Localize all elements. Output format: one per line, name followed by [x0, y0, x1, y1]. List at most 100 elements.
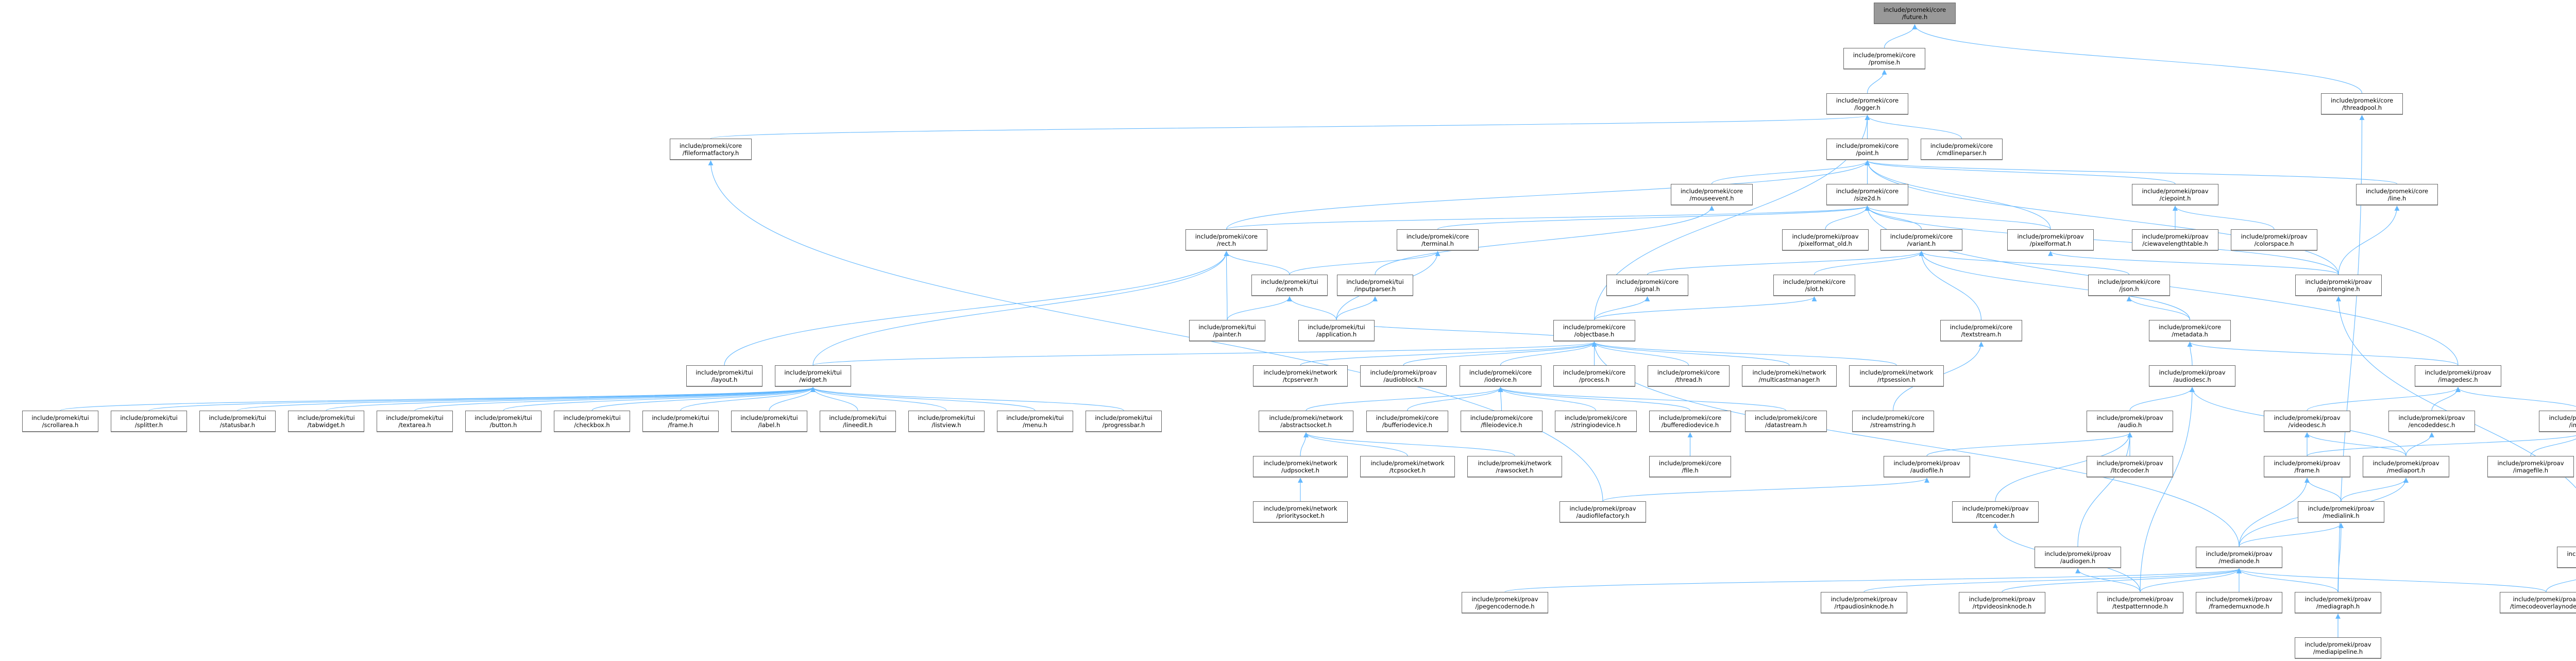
graph-node-ltcdecoder[interactable]: include/promeki/proav/ltcdecoder.h [2087, 456, 2173, 477]
edge-json-to-variant [1919, 251, 2130, 275]
graph-node-threadpool[interactable]: include/promeki/core/threadpool.h [2321, 93, 2403, 114]
graph-node-mouseevent[interactable]: include/promeki/core/mouseevent.h [1671, 184, 1753, 205]
graph-node-medianode[interactable]: include/promeki/proav/medianode.h [2196, 547, 2282, 568]
node-dir-label: include/promeki/proav [2305, 278, 2372, 285]
node-dir-label: include/promeki/proav [2372, 459, 2439, 467]
node-file-label: /widget.h [799, 376, 827, 383]
graph-node-multicastmanager[interactable]: include/promeki/network/multicastmanager… [1742, 365, 1837, 386]
graph-node-screen[interactable]: include/promeki/tui/screen.h [1251, 275, 1328, 296]
graph-node-bufferiodevice[interactable]: include/promeki/core/bufferiodevice.h [1366, 411, 1448, 432]
graph-node-rtpaudiosinknode[interactable]: include/promeki/proav/rtpaudiosinknode.h [1821, 592, 1907, 613]
graph-node-audiofile[interactable]: include/promeki/proav/audiofile.h [1884, 456, 1970, 477]
graph-node-framedemuxnode[interactable]: include/promeki/proav/framedemuxnode.h [2196, 592, 2282, 613]
graph-node-rtpvideosinknode[interactable]: include/promeki/proav/rtpvideosinknode.h [1959, 592, 2045, 613]
graph-node-fileformatfactory[interactable]: include/promeki/core/fileformatfactory.h [670, 139, 752, 160]
graph-node-ltcencoder[interactable]: include/promeki/proav/ltcencoder.h [1952, 501, 2039, 522]
graph-node-progressbar[interactable]: include/promeki/tui/progressbar.h [1086, 411, 1162, 432]
graph-node-datastream[interactable]: include/promeki/core/datastream.h [1745, 411, 1827, 432]
graph-node-jpegencodernode[interactable]: include/promeki/proav/jpegencodernode.h [1462, 592, 1548, 613]
graph-node-bufferediodevice[interactable]: include/promeki/core/bufferediodevice.h [1649, 411, 1731, 432]
graph-node-frame-tui[interactable]: include/promeki/tui/frame.h [642, 411, 719, 432]
graph-node-rect[interactable]: include/promeki/core/rect.h [1185, 229, 1267, 250]
graph-node-fontpainter[interactable]: include/promeki/proav/fontpainter.h [2557, 547, 2576, 568]
node-dir-label: include/promeki/proav [2308, 504, 2375, 512]
graph-node-audiogen[interactable]: include/promeki/proav/audiogen.h [2035, 547, 2121, 568]
graph-node-iodevice[interactable]: include/promeki/core/iodevice.h [1460, 365, 1541, 386]
graph-node-checkbox[interactable]: include/promeki/tui/checkbox.h [554, 411, 630, 432]
graph-node-videodesc[interactable]: include/promeki/proav/videodesc.h [2264, 411, 2350, 432]
graph-node-listview[interactable]: include/promeki/tui/listview.h [908, 411, 985, 432]
graph-node-stringiodevice[interactable]: include/promeki/core/stringiodevice.h [1555, 411, 1637, 432]
graph-node-file[interactable]: include/promeki/core/file.h [1649, 456, 1731, 477]
graph-node-painter[interactable]: include/promeki/tui/painter.h [1189, 320, 1265, 341]
graph-node-widget[interactable]: include/promeki/tui/widget.h [775, 365, 851, 386]
edge-paintengine-to-pixelformat [2048, 251, 2339, 275]
graph-node-audiofilefactory[interactable]: include/promeki/proav/audiofilefactory.h [1560, 501, 1646, 522]
graph-node-statusbar[interactable]: include/promeki/tui/statusbar.h [199, 411, 276, 432]
graph-node-imagedesc[interactable]: include/promeki/proav/imagedesc.h [2415, 365, 2501, 386]
graph-node-signal[interactable]: include/promeki/core/signal.h [1606, 275, 1688, 296]
graph-node-json[interactable]: include/promeki/core/json.h [2088, 275, 2170, 296]
graph-node-ciepoint[interactable]: include/promeki/proav/ciepoint.h [2132, 184, 2218, 205]
graph-node-promise[interactable]: include/promeki/core/promise.h [1843, 48, 1925, 69]
graph-node-tcpsocket[interactable]: include/promeki/network/tcpsocket.h [1360, 456, 1455, 477]
graph-node-metadata[interactable]: include/promeki/core/metadata.h [2149, 320, 2231, 341]
graph-node-audiodesc[interactable]: include/promeki/proav/audiodesc.h [2149, 365, 2235, 386]
graph-node-slot[interactable]: include/promeki/core/slot.h [1773, 275, 1855, 296]
graph-node-paintengine[interactable]: include/promeki/proav/paintengine.h [2295, 275, 2382, 296]
graph-node-point[interactable]: include/promeki/core/point.h [1826, 139, 1908, 160]
graph-node-thread[interactable]: include/promeki/core/thread.h [1648, 365, 1730, 386]
graph-node-prioritysocket[interactable]: include/promeki/network/prioritysocket.h [1253, 501, 1348, 522]
graph-node-rawsocket[interactable]: include/promeki/network/rawsocket.h [1467, 456, 1562, 477]
graph-node-medialink[interactable]: include/promeki/proav/medialink.h [2298, 501, 2384, 522]
graph-node-mediapipeline[interactable]: include/promeki/proav/mediapipeline.h [2295, 637, 2381, 658]
graph-node-variant[interactable]: include/promeki/core/variant.h [1880, 229, 1962, 250]
node-file-label: /logger.h [1854, 104, 1880, 111]
graph-node-menu[interactable]: include/promeki/tui/menu.h [997, 411, 1073, 432]
edge-metadata-to-json [2126, 296, 2191, 320]
graph-node-process[interactable]: include/promeki/core/process.h [1553, 365, 1635, 386]
graph-node-abstractsocket[interactable]: include/promeki/network/abstractsocket.h [1259, 411, 1353, 432]
graph-node-textstream[interactable]: include/promeki/core/textstream.h [1940, 320, 2022, 341]
graph-node-audioblock[interactable]: include/promeki/proav/audioblock.h [1360, 365, 1447, 386]
graph-node-pixelformat-old[interactable]: include/promeki/proav/pixelformat_old.h [1782, 229, 1869, 250]
graph-node-logger[interactable]: include/promeki/core/logger.h [1826, 93, 1908, 114]
edge-checkbox-to-widget [591, 387, 816, 411]
graph-node-application[interactable]: include/promeki/tui/application.h [1298, 320, 1375, 341]
graph-node-frame-av[interactable]: include/promeki/proav/frame.h [2264, 456, 2350, 477]
graph-node-audio[interactable]: include/promeki/proav/audio.h [2087, 411, 2173, 432]
graph-node-streamstring[interactable]: include/promeki/core/streamstring.h [1852, 411, 1934, 432]
graph-node-layout[interactable]: include/promeki/tui/layout.h [686, 365, 762, 386]
graph-node-tcpserver[interactable]: include/promeki/network/tcpserver.h [1253, 365, 1348, 386]
node-dir-label: include/promeki/tui [1308, 323, 1365, 331]
graph-node-mediagraph[interactable]: include/promeki/proav/mediagraph.h [2295, 592, 2381, 613]
graph-node-image[interactable]: include/promeki/proav/image.h [2539, 411, 2576, 432]
graph-node-tabwidget[interactable]: include/promeki/tui/tabwidget.h [288, 411, 364, 432]
graph-node-label[interactable]: include/promeki/tui/label.h [731, 411, 807, 432]
node-dir-label: include/promeki/tui [563, 414, 621, 421]
graph-node-splitter[interactable]: include/promeki/tui/splitter.h [111, 411, 187, 432]
graph-node-objectbase[interactable]: include/promeki/core/objectbase.h [1553, 320, 1635, 341]
graph-node-ciewavelengthtable[interactable]: include/promeki/proav/ciewavelengthtable… [2132, 229, 2218, 250]
graph-node-terminal[interactable]: include/promeki/core/terminal.h [1397, 229, 1479, 250]
graph-node-fileiodevice[interactable]: include/promeki/core/fileiodevice.h [1461, 411, 1543, 432]
graph-node-imagefile[interactable]: include/promeki/proav/imagefile.h [2487, 456, 2574, 477]
graph-node-mediaport[interactable]: include/promeki/proav/mediaport.h [2363, 456, 2449, 477]
graph-node-encodeddesc[interactable]: include/promeki/proav/encodeddesc.h [2388, 411, 2475, 432]
graph-node-testpatternnode[interactable]: include/promeki/proav/testpatternnode.h [2097, 592, 2183, 613]
graph-node-button[interactable]: include/promeki/tui/button.h [465, 411, 541, 432]
graph-node-cmdlineparser[interactable]: include/promeki/core/cmdlineparser.h [1921, 139, 2003, 160]
graph-node-colorspace[interactable]: include/promeki/proav/colorspace.h [2231, 229, 2317, 250]
graph-node-scrollarea[interactable]: include/promeki/tui/scrollarea.h [22, 411, 98, 432]
graph-node-rtpsession[interactable]: include/promeki/network/rtpsession.h [1849, 365, 1944, 386]
graph-node-line[interactable]: include/promeki/core/line.h [2356, 184, 2438, 205]
graph-node-pixelformat[interactable]: include/promeki/proav/pixelformat.h [2007, 229, 2094, 250]
graph-node-size2d[interactable]: include/promeki/core/size2d.h [1826, 184, 1908, 205]
node-dir-label: include/promeki/proav [1969, 595, 2036, 603]
graph-node-udpsocket[interactable]: include/promeki/network/udpsocket.h [1253, 456, 1348, 477]
graph-node-timecodeoverlaynode[interactable]: include/promeki/proav/timecodeoverlaynod… [2500, 592, 2576, 613]
graph-node-inputparser[interactable]: include/promeki/tui/inputparser.h [1337, 275, 1413, 296]
node-file-label: /thread.h [1675, 376, 1702, 383]
graph-node-lineedit[interactable]: include/promeki/tui/lineedit.h [820, 411, 896, 432]
graph-node-textarea[interactable]: include/promeki/tui/textarea.h [377, 411, 453, 432]
